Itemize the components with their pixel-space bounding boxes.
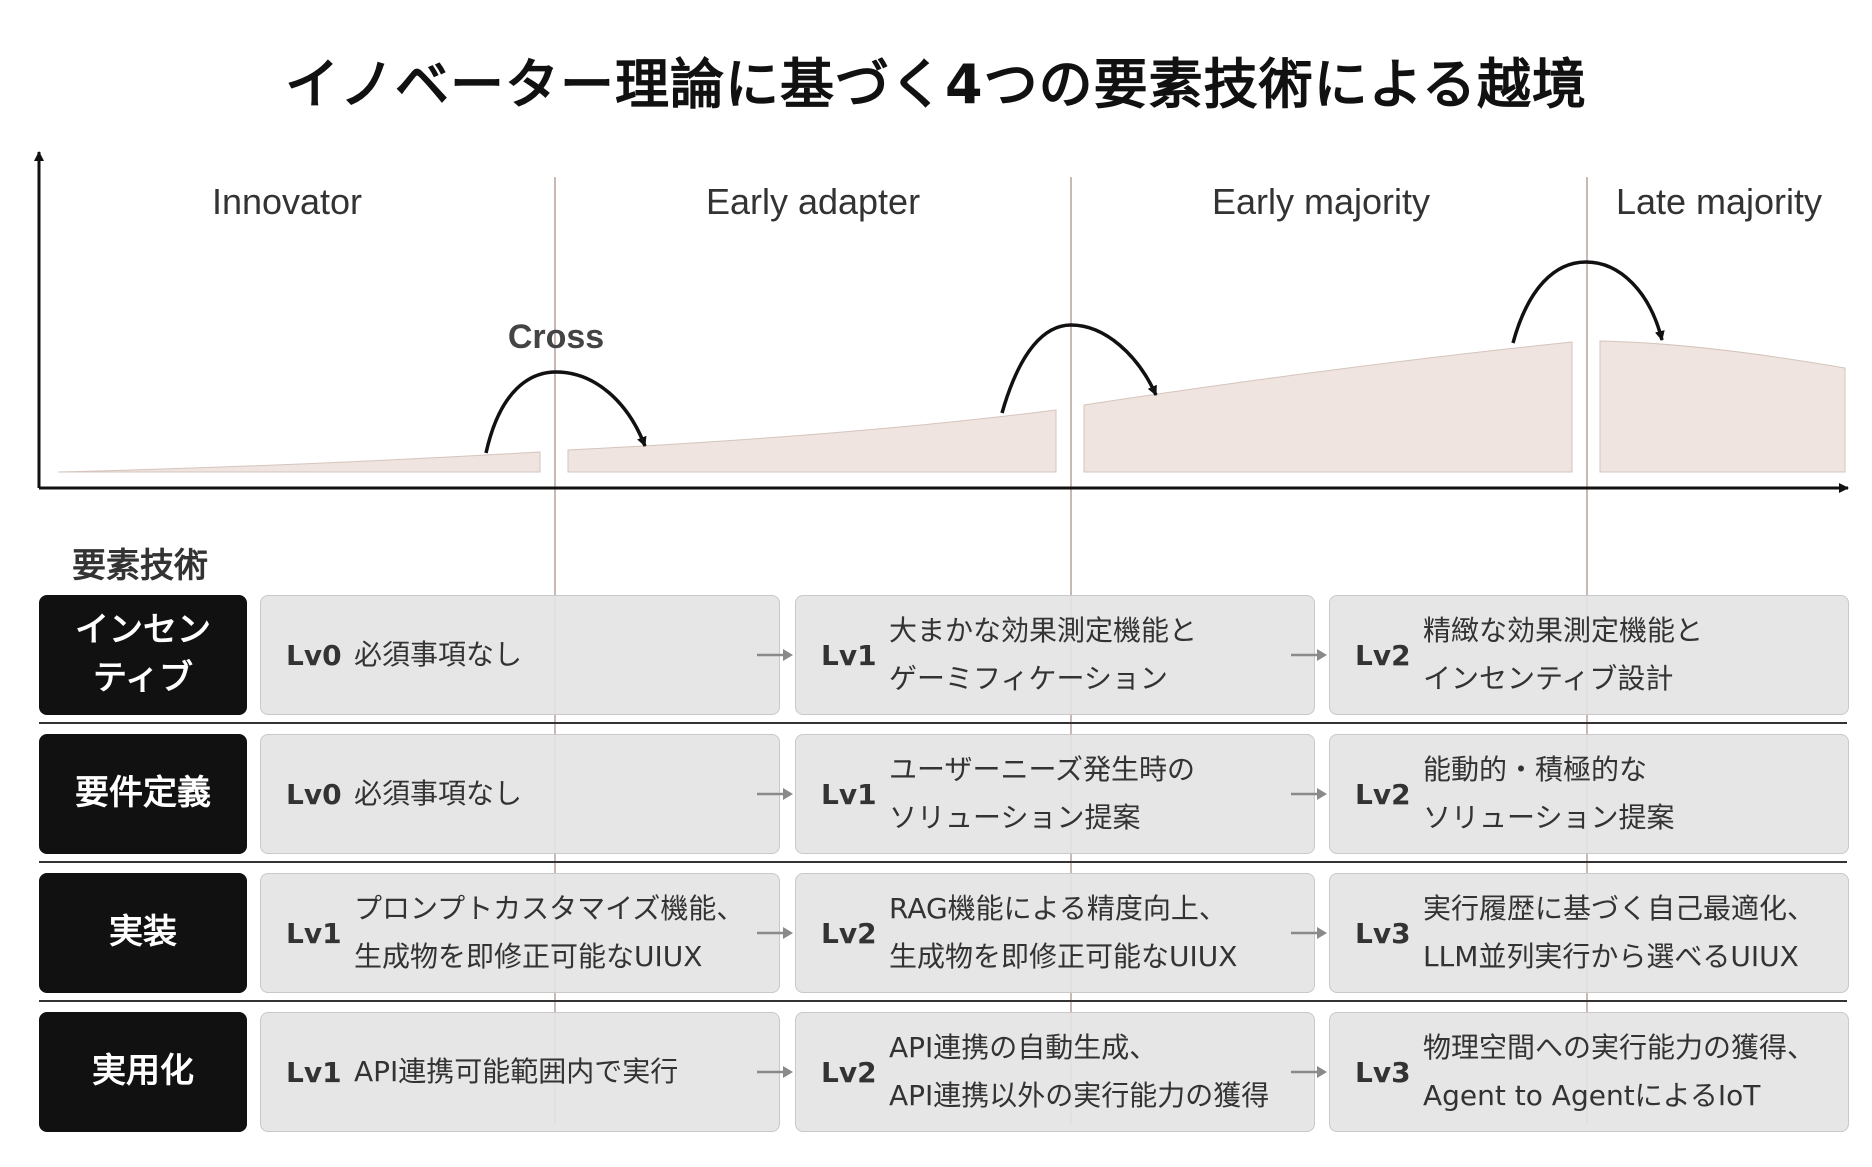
arrow-right-icon	[1291, 649, 1327, 661]
cell-incentive-2: Lv1 大まかな効果測定機能と ゲーミフィケーション	[795, 595, 1315, 715]
cross-arrow-2	[1000, 323, 1158, 414]
cell-text: 必須事項なし	[354, 638, 523, 672]
level-badge: Lv2	[821, 1055, 877, 1089]
cross-label: Cross	[508, 318, 604, 356]
cell-incentive-1: Lv0 必須事項なし	[260, 595, 780, 715]
level-badge: Lv1	[821, 638, 877, 672]
cell-implementation-1: Lv1 プロンプトカスタマイズ機能、 生成物を即修正可能なUIUX	[260, 873, 780, 993]
cell-practical-use-1: Lv1 API連携可能範囲内で実行	[260, 1012, 780, 1132]
row-divider	[39, 722, 1847, 724]
arrow-right-icon	[757, 927, 793, 939]
cell-requirements-3: Lv2 能動的・積極的な ソリューション提案	[1329, 734, 1849, 854]
cell-implementation-2: Lv2 RAG機能による精度向上、 生成物を即修正可能なUIUX	[795, 873, 1315, 993]
row-label-incentive: インセン ティブ	[39, 595, 247, 715]
cell-text: 大まかな効果測定機能と ゲーミフィケーション	[889, 614, 1198, 695]
cell-practical-use-3: Lv3 物理空間への実行能力の獲得、 Agent to AgentによるIoT	[1329, 1012, 1849, 1132]
row-divider	[39, 1000, 1847, 1002]
phase-label-innovator: Innovator	[212, 181, 362, 222]
level-badge: Lv2	[1355, 638, 1411, 672]
adoption-area-early-adapter	[567, 409, 1057, 473]
cell-requirements-1: Lv0 必須事項なし	[260, 734, 780, 854]
adoption-area-late-majority	[1599, 340, 1846, 473]
level-badge: Lv3	[1355, 1055, 1411, 1089]
phase-label-early-majority: Early majority	[1212, 181, 1430, 222]
cell-text: API連携可能範囲内で実行	[354, 1055, 679, 1089]
phase-label-early-adapter: Early adapter	[706, 181, 920, 222]
page-title: イノベーター理論に基づく4つの要素技術による越境	[285, 53, 1587, 116]
arrow-right-icon	[1291, 788, 1327, 800]
cell-incentive-3: Lv2 精緻な効果測定機能と インセンティブ設計	[1329, 595, 1849, 715]
cell-text: RAG機能による精度向上、 生成物を即修正可能なUIUX	[889, 892, 1238, 973]
level-badge: Lv2	[821, 916, 877, 950]
adoption-area-early-majority	[1083, 341, 1573, 473]
cell-text: プロンプトカスタマイズ機能、 生成物を即修正可能なUIUX	[354, 892, 745, 973]
cell-text: 精緻な効果測定機能と インセンティブ設計	[1423, 614, 1704, 695]
level-badge: Lv1	[821, 777, 877, 811]
arrow-right-icon	[1291, 927, 1327, 939]
level-badge: Lv1	[286, 1055, 342, 1089]
row-label-requirements: 要件定義	[39, 734, 247, 854]
cross-arrow-3	[1511, 260, 1665, 344]
phase-label-late-majority: Late majority	[1616, 181, 1822, 222]
cell-text: 実行履歴に基づく自己最適化、 LLM並列実行から選べるUIUX	[1423, 892, 1816, 973]
arrow-right-icon	[757, 1066, 793, 1078]
arrow-right-icon	[1291, 1066, 1327, 1078]
cell-text: 必須事項なし	[354, 777, 523, 811]
cell-implementation-3: Lv3 実行履歴に基づく自己最適化、 LLM並列実行から選べるUIUX	[1329, 873, 1849, 993]
cell-text: API連携の自動生成、 API連携以外の実行能力の獲得	[889, 1031, 1270, 1112]
level-badge: Lv1	[286, 916, 342, 950]
level-badge: Lv0	[286, 777, 342, 811]
arrow-right-icon	[757, 788, 793, 800]
section-label: 要素技術	[72, 546, 208, 586]
adoption-area-innovator	[57, 451, 541, 473]
cell-practical-use-2: Lv2 API連携の自動生成、 API連携以外の実行能力の獲得	[795, 1012, 1315, 1132]
cell-text: 能動的・積極的な ソリューション提案	[1423, 753, 1675, 834]
cell-requirements-2: Lv1 ユーザーニーズ発生時の ソリューション提案	[795, 734, 1315, 854]
row-label-practical-use: 実用化	[39, 1012, 247, 1132]
cell-text: ユーザーニーズ発生時の ソリューション提案	[889, 753, 1196, 834]
cell-text: 物理空間への実行能力の獲得、 Agent to AgentによるIoT	[1423, 1031, 1816, 1112]
level-badge: Lv0	[286, 638, 342, 672]
level-badge: Lv2	[1355, 777, 1411, 811]
cross-arrow-1	[484, 370, 647, 454]
row-divider	[39, 861, 1847, 863]
arrow-right-icon	[757, 649, 793, 661]
row-label-implementation: 実装	[39, 873, 247, 993]
level-badge: Lv3	[1355, 916, 1411, 950]
